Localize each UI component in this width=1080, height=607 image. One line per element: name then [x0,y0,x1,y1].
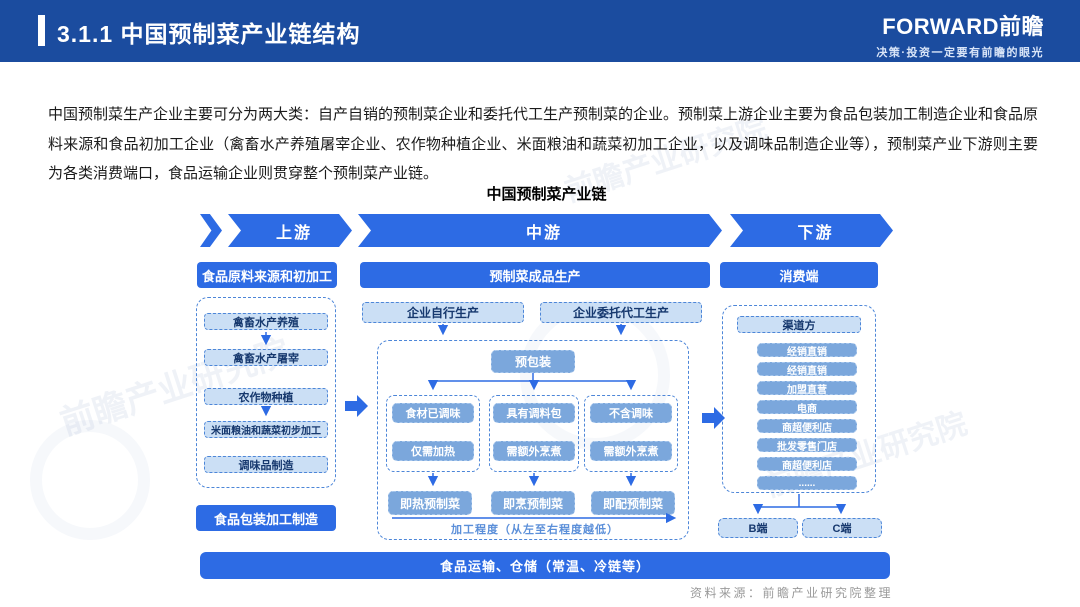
midstream-subcol [584,395,678,472]
upstream-item: 禽畜水产屠宰 [204,349,328,366]
channel-header: 渠道方 [737,316,861,333]
logo-tagline: 决策·投资一定要有前瞻的眼光 [876,47,1044,59]
header-bar: 3.1.1 中国预制菜产业链结构 FORWARD前瞻 决策·投资一定要有前瞻的眼… [0,0,1080,62]
watermark-ring [30,420,150,540]
result-box: 即配预制菜 [591,491,675,515]
channel-item: 商超便利店 [757,419,857,434]
midstream-subcol [489,395,579,472]
step-box: 需额外烹煮 [590,441,672,461]
channel-item: 电商 [757,400,857,415]
stage-midstream: 中游 [358,214,722,247]
forward-logo: FORWARD前瞻 决策·投资一定要有前瞻的眼光 [876,9,1044,60]
channel-item: 批发零售门店 [757,438,857,453]
production-mode-self: 企业自行生产 [362,302,524,323]
midstream-container [377,340,689,540]
flow-arrow-icon [345,395,368,417]
prepack-box: 预包装 [491,350,575,373]
page-title: 3.1.1 中国预制菜产业链结构 [57,21,361,47]
stage-downstream: 下游 [730,214,893,247]
stage-upstream: 上游 [228,214,352,247]
b-end-box: B端 [718,518,798,538]
result-box: 即烹预制菜 [491,491,575,515]
upstream-header: 食品原料来源和初加工 [197,262,337,288]
source-note: 资料来源：前瞻产业研究院整理 [689,586,893,600]
process-degree-note: 加工程度（从左至右程度越低） [451,524,619,536]
upstream-item: 农作物种植 [204,388,328,405]
step-box: 食材已调味 [392,403,474,423]
channel-item: 商超便利店 [757,457,857,472]
channel-item: 经销直销 [757,343,857,358]
c-end-box: C端 [802,518,882,538]
channel-item: 加盟直营 [757,381,857,396]
result-box: 即热预制菜 [388,491,472,515]
downstream-container [722,305,876,493]
production-mode-oem: 企业委托代工生产 [540,302,702,323]
title-accent-bar [38,15,45,46]
intro-paragraph: 中国预制菜生产企业主要可分为两大类：自产自销的预制菜企业和委托代工生产预制菜的企… [48,106,1039,182]
packaging-box: 食品包装加工制造 [196,505,336,531]
step-box: 具有调料包 [493,403,575,423]
downstream-header: 消费端 [720,262,878,288]
channel-item: 经销直销 [757,362,857,377]
upstream-item: 禽畜水产养殖 [204,313,328,330]
upstream-container [196,297,336,488]
step-box: 不含调味 [590,403,672,423]
midstream-subcol [386,395,480,472]
upstream-item: 米面粮油和蔬菜初步加工 [204,421,328,438]
logo-text: FORWARD前瞻 [882,14,1044,39]
step-box: 仅需加热 [392,441,474,461]
chevron-lead-icon [200,214,222,247]
logistics-bar: 食品运输、仓储（常温、冷链等） [200,552,890,579]
diagram-title: 中国预制菜产业链 [486,186,607,203]
midstream-header: 预制菜成品生产 [360,262,710,288]
channel-item: ...... [757,476,857,490]
step-box: 需额外烹煮 [493,441,575,461]
upstream-item: 调味品制造 [204,456,328,473]
